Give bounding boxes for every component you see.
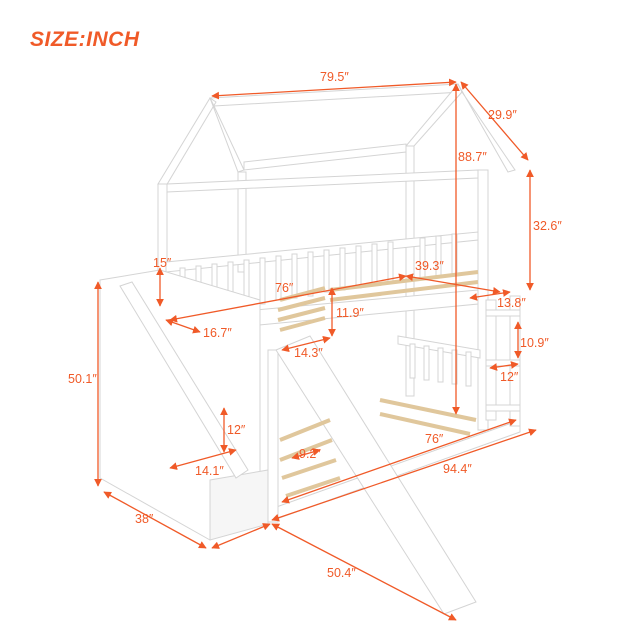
dim-roof-length: 79.5″ [320,70,349,84]
dim-stair-step-depth: 14.1″ [195,464,224,478]
dim-stair-step-height: 12″ [227,423,246,437]
roof-ridge [209,83,463,107]
lower-post-left [267,349,279,523]
stair-drawer [209,469,269,541]
dim-upper-guard-height: 11.9″ [336,306,364,320]
dim-lower-inner-length: 76″ [425,432,444,446]
dim-upper-inner-length: 76″ [275,281,294,295]
dim-upper-gate-width: 16.7″ [203,326,232,340]
size-unit-heading: SIZE:INCH [30,28,140,51]
dimension-lines [94,78,537,621]
dim-upper-gap: 14.3″ [294,346,323,360]
dim-ladder-step-width: 12″ [500,370,519,384]
dim-stair-depth: 38″ [135,512,154,526]
dim-roof-side-height: 32.6″ [533,219,562,233]
post-back-left [237,171,247,273]
roof-left-back [209,97,245,173]
post-back-right [405,145,415,397]
dim-upper-inner-width: 39.3″ [415,259,444,273]
dim-stair-height: 50.1″ [68,372,97,386]
roof-left-front [157,97,217,187]
stair-handrail [119,281,249,479]
dim-upper-rail-height: 15″ [153,256,172,270]
dim-slide-length: 50.4″ [327,566,356,580]
dim-slat-gap: 9.2″ [299,447,321,461]
dim-overall-length: 94.4″ [443,462,472,476]
dim-overall-height: 88.7″ [458,150,487,164]
dim-ladder-step-height: 10.9″ [520,336,549,350]
dim-ladder-width-top: 13.8″ [497,296,526,310]
dim-roof-slope: 29.9″ [488,108,517,122]
